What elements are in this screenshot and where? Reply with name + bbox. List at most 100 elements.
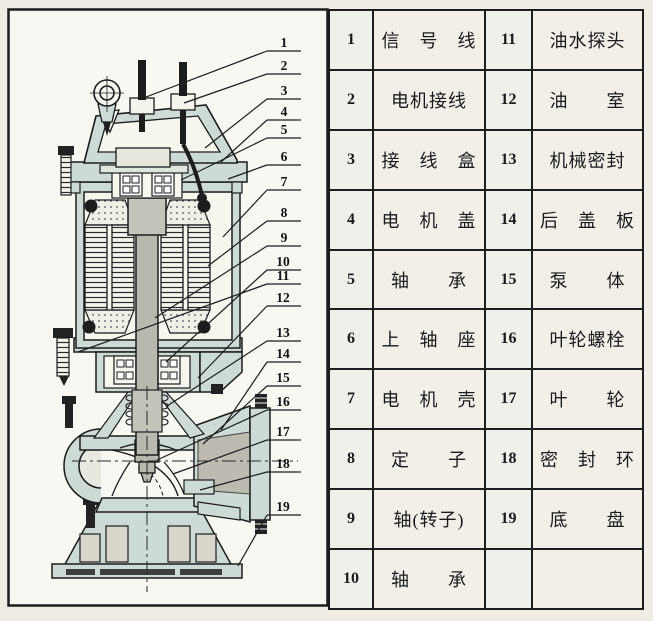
svg-text:16: 16 <box>276 394 290 409</box>
callout-19: 19 <box>237 499 301 567</box>
table-row: 2 电机接线 12 油 室 <box>328 68 644 131</box>
callout-14: 14 <box>220 346 301 431</box>
callout-11: 11 <box>77 268 301 353</box>
callout-5: 5 <box>180 122 301 181</box>
drain-bolt <box>62 396 76 428</box>
motor-cover <box>82 60 238 203</box>
callout-3: 3 <box>204 83 301 149</box>
svg-text:17: 17 <box>276 424 290 439</box>
part-no-cell: 8 <box>328 428 374 491</box>
upper-bearing <box>119 171 175 197</box>
part-no-cell: 15 <box>484 248 533 311</box>
part-no-cell: 11 <box>484 9 533 71</box>
part-name-cell: 接 线 盒 <box>372 128 486 191</box>
part-name-cell: 叶 轮 <box>531 368 644 431</box>
table-row: 10 轴 承 <box>328 548 644 610</box>
table-row: 8 定 子 18 密 封 环 <box>328 428 644 491</box>
svg-text:3: 3 <box>281 83 288 98</box>
part-no-cell: 3 <box>328 128 374 191</box>
callout-17: 17 <box>172 424 301 475</box>
part-no-cell: 9 <box>328 488 374 551</box>
part-name-cell: 油 室 <box>531 68 644 131</box>
svg-text:19: 19 <box>276 499 290 514</box>
svg-text:18: 18 <box>276 456 290 471</box>
svg-text:6: 6 <box>281 149 288 164</box>
callouts: 1 2 3 4 5 6 7 8 9 10 11 12 13 14 15 16 1… <box>77 35 301 567</box>
part-name-cell: 泵 体 <box>531 248 644 311</box>
part-name-cell: 后 盖 板 <box>531 188 644 251</box>
part-no-cell: 1 <box>328 9 374 71</box>
motor-cable <box>179 62 207 203</box>
part-no-cell: 7 <box>328 368 374 431</box>
part-name-cell <box>531 548 644 610</box>
part-name-cell: 上 轴 座 <box>372 308 486 371</box>
part-no-cell: 14 <box>484 188 533 251</box>
part-name-cell: 信 号 线 <box>372 9 486 71</box>
part-no-cell: 10 <box>328 548 374 610</box>
svg-text:9: 9 <box>281 230 288 245</box>
svg-text:2: 2 <box>281 58 288 73</box>
svg-text:14: 14 <box>276 346 290 361</box>
part-no-cell: 17 <box>484 368 533 431</box>
svg-text:7: 7 <box>281 174 288 189</box>
part-no-cell: 13 <box>484 128 533 191</box>
callout-8: 8 <box>207 205 301 267</box>
base-stand <box>51 497 243 579</box>
part-name-cell: 电机接线 <box>372 68 486 131</box>
discharge-flange <box>249 407 271 521</box>
part-name-cell: 电 机 壳 <box>372 368 486 431</box>
svg-text:10: 10 <box>276 254 290 269</box>
callout-13: 13 <box>166 325 301 407</box>
part-name-cell: 轴 承 <box>372 248 486 311</box>
signal-cable <box>138 60 146 132</box>
table-row: 4 电 机 盖 14 后 盖 板 <box>328 188 644 251</box>
part-name-cell: 轴 承 <box>372 548 486 610</box>
svg-text:1: 1 <box>281 35 288 50</box>
callout-12: 12 <box>197 290 301 379</box>
part-name-cell: 定 子 <box>372 428 486 491</box>
svg-text:11: 11 <box>277 268 290 283</box>
part-name-cell: 密 封 环 <box>531 428 644 491</box>
table-row: 9 轴(转子) 19 底 盘 <box>328 488 644 551</box>
callout-2: 2 <box>183 58 301 104</box>
flange-bolt <box>58 146 74 196</box>
junction-box <box>115 147 171 168</box>
part-no-cell: 4 <box>328 188 374 251</box>
part-no-cell: 6 <box>328 308 374 371</box>
table-row: 7 电 机 壳 17 叶 轮 <box>328 368 644 431</box>
callout-18: 18 <box>199 456 301 491</box>
part-no-cell: 19 <box>484 488 533 551</box>
part-no-cell: 2 <box>328 68 374 131</box>
table-row: 6 上 轴 座 16 叶轮螺栓 <box>328 308 644 371</box>
part-name-cell: 电 机 盖 <box>372 188 486 251</box>
table-row: 5 轴 承 15 泵 体 <box>328 248 644 311</box>
callout-4: 4 <box>220 104 301 163</box>
part-name-cell: 叶轮螺栓 <box>531 308 644 371</box>
centerlines <box>72 386 298 592</box>
callout-9: 9 <box>154 230 301 319</box>
motor-section <box>75 164 241 456</box>
table-row: 1 信 号 线 11 油水探头 <box>328 9 644 71</box>
oil-water-probe <box>53 328 73 386</box>
lifting-eye <box>90 76 124 136</box>
svg-text:4: 4 <box>281 104 288 119</box>
part-no-cell: 18 <box>484 428 533 491</box>
part-name-cell: 底 盘 <box>531 488 644 551</box>
part-no-cell <box>484 548 533 610</box>
callout-6: 6 <box>227 149 301 180</box>
part-name-cell: 轴(转子) <box>372 488 486 551</box>
part-name-cell: 油水探头 <box>531 9 644 71</box>
table-row: 3 接 线 盒 13 机械密封 <box>328 128 644 191</box>
svg-text:13: 13 <box>276 325 290 340</box>
svg-text:5: 5 <box>281 122 288 137</box>
shaft-rotor <box>127 164 167 456</box>
lower-bearing <box>113 355 181 385</box>
callout-1: 1 <box>145 35 301 98</box>
svg-text:12: 12 <box>276 290 290 305</box>
part-no-cell: 5 <box>328 248 374 311</box>
parts-table: 1 信 号 线 11 油水探头 2 电机接线 12 油 室 3 接 线 盒 13… <box>328 9 644 610</box>
svg-text:8: 8 <box>281 205 288 220</box>
part-no-cell: 12 <box>484 68 533 131</box>
